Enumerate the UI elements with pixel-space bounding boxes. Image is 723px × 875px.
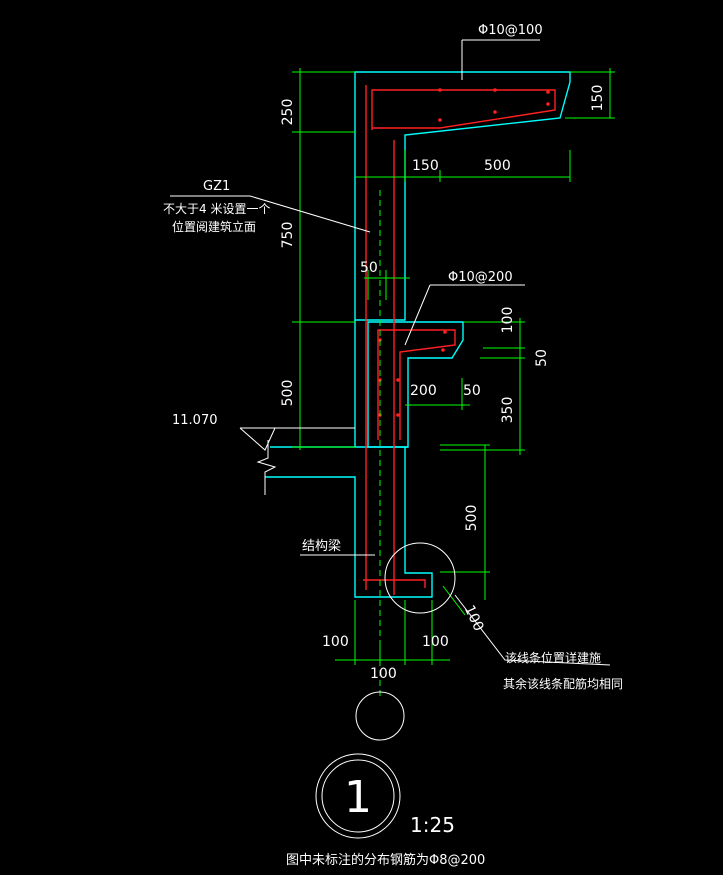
detail-circle	[384, 542, 456, 614]
line-note-line-1: 该线条位置详建施	[505, 650, 601, 665]
leaders	[170, 39, 611, 666]
dim-250: 250	[280, 99, 296, 126]
elevation-marker	[239, 427, 355, 451]
rebar-dot	[493, 110, 497, 114]
rebar-dot	[493, 88, 497, 92]
title-inner-circle	[321, 759, 395, 833]
break-line	[256, 440, 277, 495]
footnote: 图中未标注的分布钢筋为Φ8@200	[286, 852, 485, 868]
dim-100-notch: 100	[500, 307, 516, 334]
dim-350-right: 350	[500, 397, 516, 424]
rebar	[363, 85, 556, 595]
gz1-label: GZ1	[203, 179, 230, 194]
rebar-dot	[438, 88, 442, 92]
dimension-lines	[292, 68, 615, 700]
beam-bottom-rebar	[363, 579, 426, 588]
rebar-dot	[546, 102, 550, 106]
rebar-dot	[396, 378, 400, 382]
concrete-outline	[265, 71, 571, 598]
dim-50-notch: 50	[534, 349, 550, 367]
elevation-label: 11.070	[172, 413, 218, 428]
annotation-labels: Φ10@100 Φ10@200 GZ1 不大于4 米设置一个 位置阅建筑立面 1…	[163, 23, 623, 691]
dim-100-bottom-right: 100	[422, 634, 449, 650]
dim-50-gap: 50	[360, 260, 378, 276]
rebar-dot	[443, 330, 447, 334]
dim-50-ledge: 50	[463, 383, 481, 399]
top-rebar-label: Φ10@100	[478, 23, 543, 38]
dim-100-bottom-center: 100	[370, 666, 397, 682]
upper-cornice-outline	[354, 71, 571, 321]
drawing-scale: 1:25	[410, 813, 455, 837]
beam-label: 结构梁	[302, 539, 341, 554]
rebar-dot	[438, 118, 442, 122]
beam-outline	[265, 447, 433, 598]
dim-500-right: 500	[464, 505, 480, 532]
dimension-text: 250 750 500 150 150 500 50 100 50 200 50…	[280, 85, 606, 682]
dim-150-right: 150	[590, 85, 606, 112]
dim-100-bottom-left: 100	[322, 634, 349, 650]
dim-100-diagonal: 100	[461, 603, 487, 634]
gz1-note-line-1: 不大于4 米设置一个	[163, 202, 270, 216]
rebar-dot	[396, 413, 400, 417]
rebar-dot	[441, 348, 445, 352]
title-block: 1 1:25 图中未标注的分布钢筋为Φ8@200	[286, 753, 485, 868]
dim-500-mid: 500	[484, 158, 511, 174]
dim-150-mid: 150	[412, 158, 439, 174]
dim-750: 750	[280, 222, 296, 249]
drawing-number: 1	[344, 772, 372, 823]
gz1-note-line-2: 位置阅建筑立面	[172, 219, 256, 234]
upper-cornice-rebar	[371, 89, 556, 130]
axis-bubble	[355, 691, 405, 741]
bracket-rebar	[377, 329, 456, 440]
mid-rebar-label: Φ10@200	[448, 270, 513, 285]
dim-500-left: 500	[280, 380, 296, 407]
title-outer-circle	[315, 753, 401, 839]
line-note-line-2: 其余该线条配筋均相同	[503, 676, 623, 691]
dim-200-ledge: 200	[410, 383, 437, 399]
rebar-dot	[546, 90, 550, 94]
